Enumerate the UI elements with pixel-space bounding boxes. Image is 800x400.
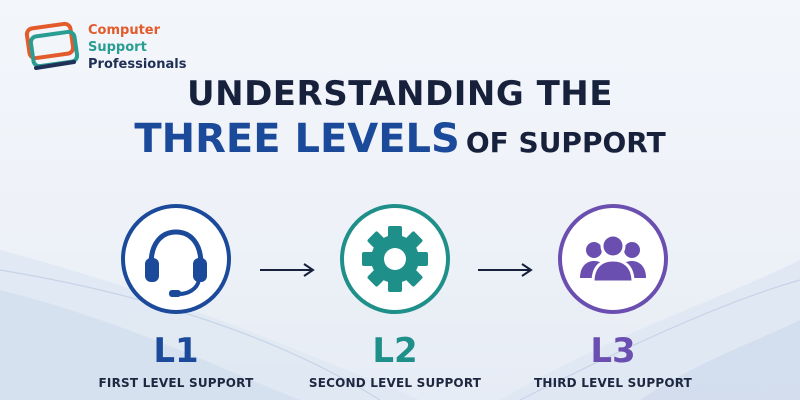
level-l1: L1 FIRST LEVEL SUPPORT [76,204,276,390]
level-l1-label: FIRST LEVEL SUPPORT [98,376,254,390]
logo-text-line1: Computer [88,23,161,38]
gear-icon [362,226,428,292]
level-l3-code: L3 [590,331,636,371]
headset-icon [145,229,207,297]
level-l3-label: THIRD LEVEL SUPPORT [533,376,693,390]
level-l3-circle [558,204,668,314]
logo-text-line3: Professionals [88,57,187,72]
level-l2: L2 SECOND LEVEL SUPPORT [295,204,495,390]
level-l1-circle [121,204,231,314]
level-l2-label: SECOND LEVEL SUPPORT [308,376,482,390]
company-logo[interactable]: Computer Support Professionals [22,20,242,80]
level-l3: L3 THIRD LEVEL SUPPORT [513,204,713,390]
level-l2-circle [340,204,450,314]
team-icon [580,233,646,284]
title-suffix: OF SUPPORT [465,126,666,159]
monitor-logo-icon [24,21,80,70]
title-line1: UNDERSTANDING THE [187,74,613,114]
title-highlight: THREE LEVELS [134,116,460,162]
logo-text-line2: Support [88,40,147,55]
level-l2-code: L2 [372,331,418,371]
arrow-right-icon [478,263,533,277]
arrow-right-icon [260,263,315,277]
level-l1-code: L1 [153,331,199,371]
